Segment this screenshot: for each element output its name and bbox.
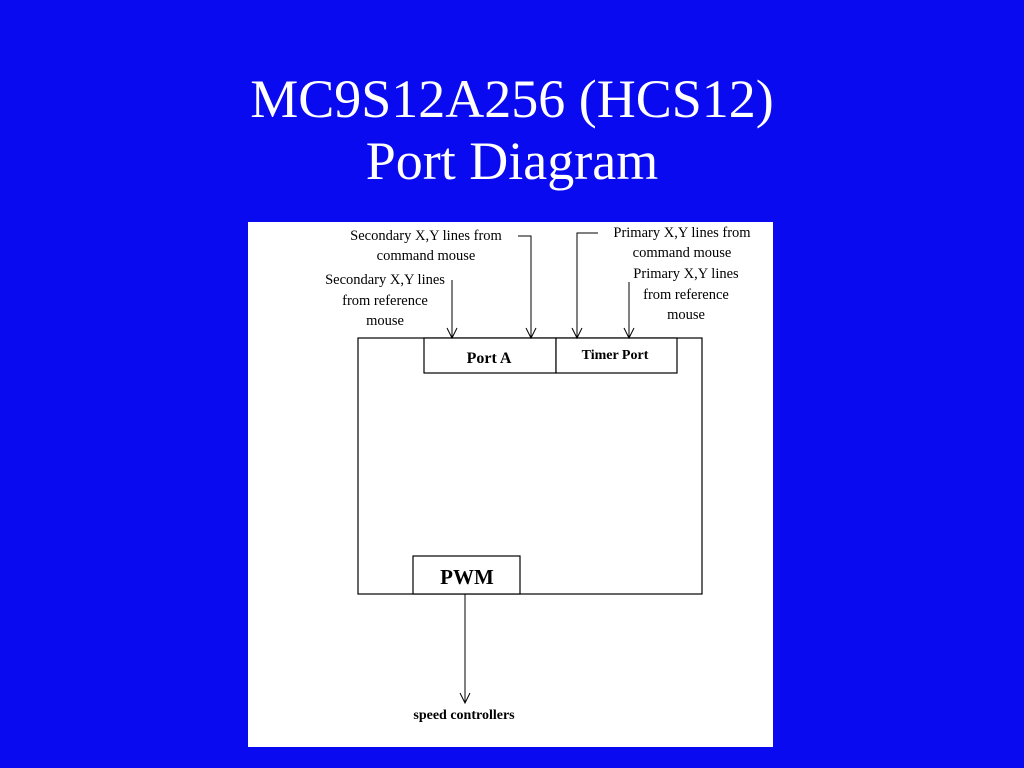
secondary-command-label-line-1: Secondary X,Y lines from [350,228,502,244]
speed-controllers-label: speed controllers [413,708,515,723]
timer-port-block [555,337,678,374]
secondary-reference-label-line-2: from reference [342,293,428,309]
primary-command-arrowhead [571,327,583,340]
microcontroller-box [357,337,703,595]
secondary-command-arrow-line [518,235,532,338]
secondary-command-label-line-2: command mouse [377,248,476,264]
secondary-command-arrowhead [525,327,537,340]
title-line-1: MC9S12A256 (HCS12) [250,69,774,129]
primary-reference-label-line-1: Primary X,Y lines [633,266,739,282]
primary-reference-arrowhead [623,327,635,340]
secondary-reference-label-line-3: mouse [366,313,404,329]
primary-command-arrow-line [576,232,598,338]
title-line-2: Port Diagram [365,131,659,191]
port-diagram: Port A Timer Port PWM Secondary X,Y line… [248,222,773,747]
slide-title: MC9S12A256 (HCS12) Port Diagram [0,68,1024,192]
pwm-block [412,555,521,595]
port-diagram-svg: Port A Timer Port PWM Secondary X,Y line… [325,225,751,723]
port-a-block [423,337,557,374]
primary-command-label-line-2: command mouse [633,245,732,261]
pwm-label: PWM [440,565,494,589]
secondary-reference-arrowhead [446,327,458,340]
port-a-label: Port A [467,350,512,367]
secondary-reference-label-line-1: Secondary X,Y lines [325,272,445,288]
primary-reference-label-line-2: from reference [643,287,729,303]
pwm-output-arrowhead [459,692,471,705]
timer-port-label: Timer Port [582,348,649,363]
primary-reference-label-line-3: mouse [667,307,705,323]
primary-command-label-line-1: Primary X,Y lines from [613,225,751,241]
